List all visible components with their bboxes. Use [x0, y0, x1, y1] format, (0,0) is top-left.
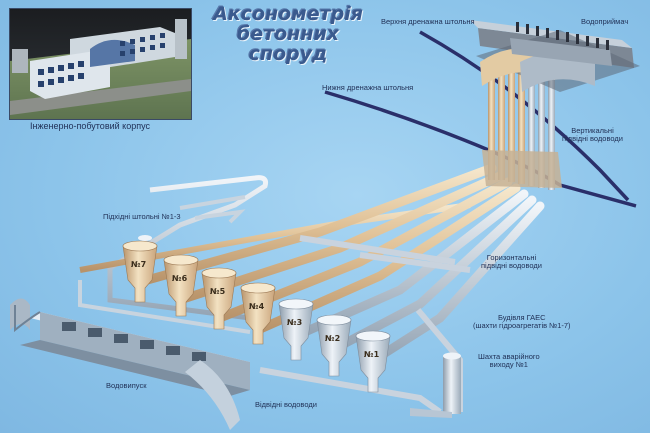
outlet-structure [10, 298, 250, 430]
unit-label: №4 [249, 302, 265, 311]
label-outlet: Водовипуск [106, 381, 147, 390]
access-tunnel-1 [107, 175, 268, 321]
unit-label: №7 [131, 260, 147, 269]
emergency-shaft [410, 352, 461, 418]
water-intake [470, 20, 640, 188]
access-tunnel-2 [179, 195, 246, 224]
label-upper-drainage: Верхня дренажна штольня [381, 17, 475, 26]
label-building: Будівля ГАЕС (шахти гідроагрегатів №1-7) [473, 314, 571, 330]
turbine-unit [122, 235, 158, 303]
label-vertical-conduits-line2: підвідні водоводи [562, 133, 623, 143]
title-line-2: бетонних споруд [236, 23, 340, 65]
turbine-unit [163, 254, 199, 317]
unit-label: №5 [210, 287, 226, 296]
label-horizontal-conduits-line1: Горизонтальні [486, 253, 537, 262]
label-building-line1: Будівля ГАЕС [497, 313, 546, 322]
turbine-units [122, 235, 391, 393]
label-building-line2: (шахти гідроагрегатів №1-7) [473, 320, 571, 330]
label-emergency-shaft-line1: Шахта аварійного [478, 352, 540, 361]
inset-building-render [9, 8, 192, 120]
label-emergency-shaft: Шахта аварійного виходу №1 [478, 353, 540, 369]
label-emergency-shaft-line2: виходу №1 [489, 359, 528, 369]
turbine-unit [240, 282, 276, 345]
label-outlet-conduits: Відвідні водоводи [255, 400, 317, 409]
turbine-unit [316, 314, 352, 377]
building-render [10, 9, 191, 119]
access-tunnel-3 [78, 280, 251, 334]
unit-label: №1 [364, 350, 380, 359]
label-access-tunnels: Підхідні штольні №1-3 [103, 212, 181, 221]
unit-7-top-fitting [138, 235, 152, 241]
label-horizontal-conduits: Горизонтальні підвідні водоводи [481, 254, 542, 270]
inset-caption: Інженерно-побутовий корпус [30, 121, 150, 131]
turbine-unit [201, 267, 237, 330]
label-water-intake: Водоприймач [581, 17, 629, 26]
unit-label: №3 [287, 318, 303, 327]
label-horizontal-conduits-line2: підвідні водоводи [481, 260, 542, 270]
label-vertical-conduits-line1: Вертикальні [571, 126, 614, 135]
unit-label: №6 [172, 274, 188, 283]
turbine-unit [278, 298, 314, 361]
page-title: Аксонометрія бетонних споруд [198, 4, 378, 64]
vertical-conduits [488, 70, 555, 190]
label-lower-drainage: Нижня дренажна штольня [322, 83, 414, 92]
label-vertical-conduits: Вертикальні підвідні водоводи [562, 127, 623, 143]
title-line-1: Аксонометрія [213, 3, 363, 25]
turbine-unit [355, 330, 391, 393]
unit-label: №2 [325, 334, 341, 343]
